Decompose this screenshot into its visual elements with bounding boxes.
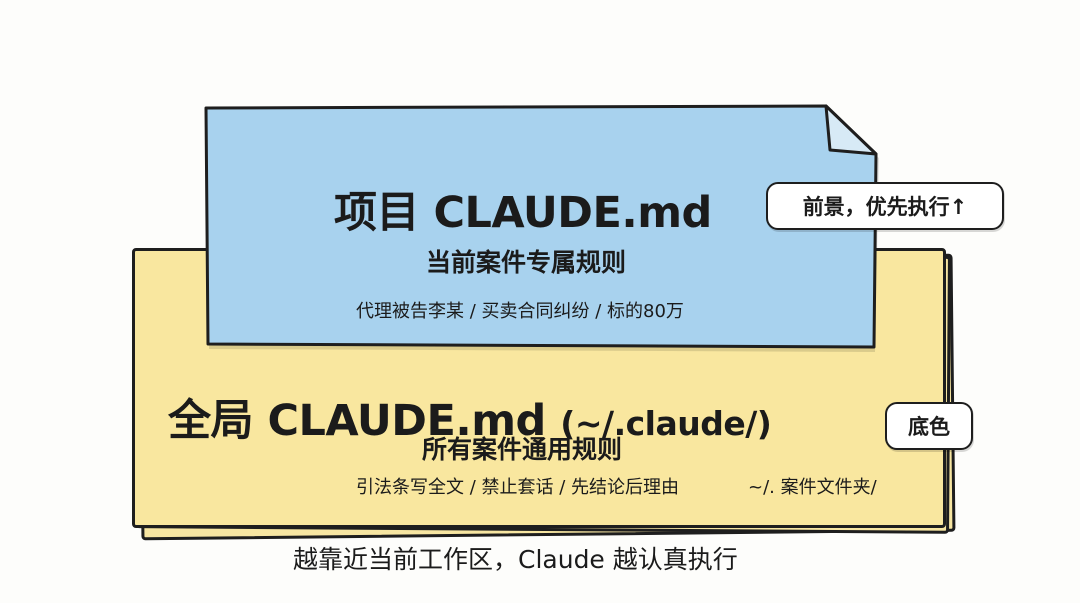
global-subtitle: 所有案件通用规则 xyxy=(422,435,623,464)
project-subtitle: 当前案件专属规则 xyxy=(426,248,627,277)
project-claude-md-card xyxy=(204,104,879,352)
global-description: 引法条写全文 / 禁止套话 / 先结论后理由 xyxy=(356,477,680,498)
global-path: (~/.claude/) xyxy=(560,404,772,443)
global-folder-path: ~/. 案件文件夹/ xyxy=(748,477,877,498)
global-title-text: 全局 CLAUDE.md xyxy=(168,396,546,446)
project-description: 代理被告李某 / 买卖合同纠纷 / 标的80万 xyxy=(356,301,684,322)
global-title: 全局 CLAUDE.md (~/.claude/) xyxy=(168,386,772,448)
base-layer-badge: 底色 xyxy=(885,402,973,450)
caption: 越靠近当前工作区，Claude 越认真执行 xyxy=(293,545,738,574)
folded-corner xyxy=(824,104,878,156)
foreground-priority-badge: 前景，优先执行↑ xyxy=(766,182,1004,230)
project-title: 项目 CLAUDE.md xyxy=(334,188,712,238)
project-card-shape xyxy=(204,104,879,352)
